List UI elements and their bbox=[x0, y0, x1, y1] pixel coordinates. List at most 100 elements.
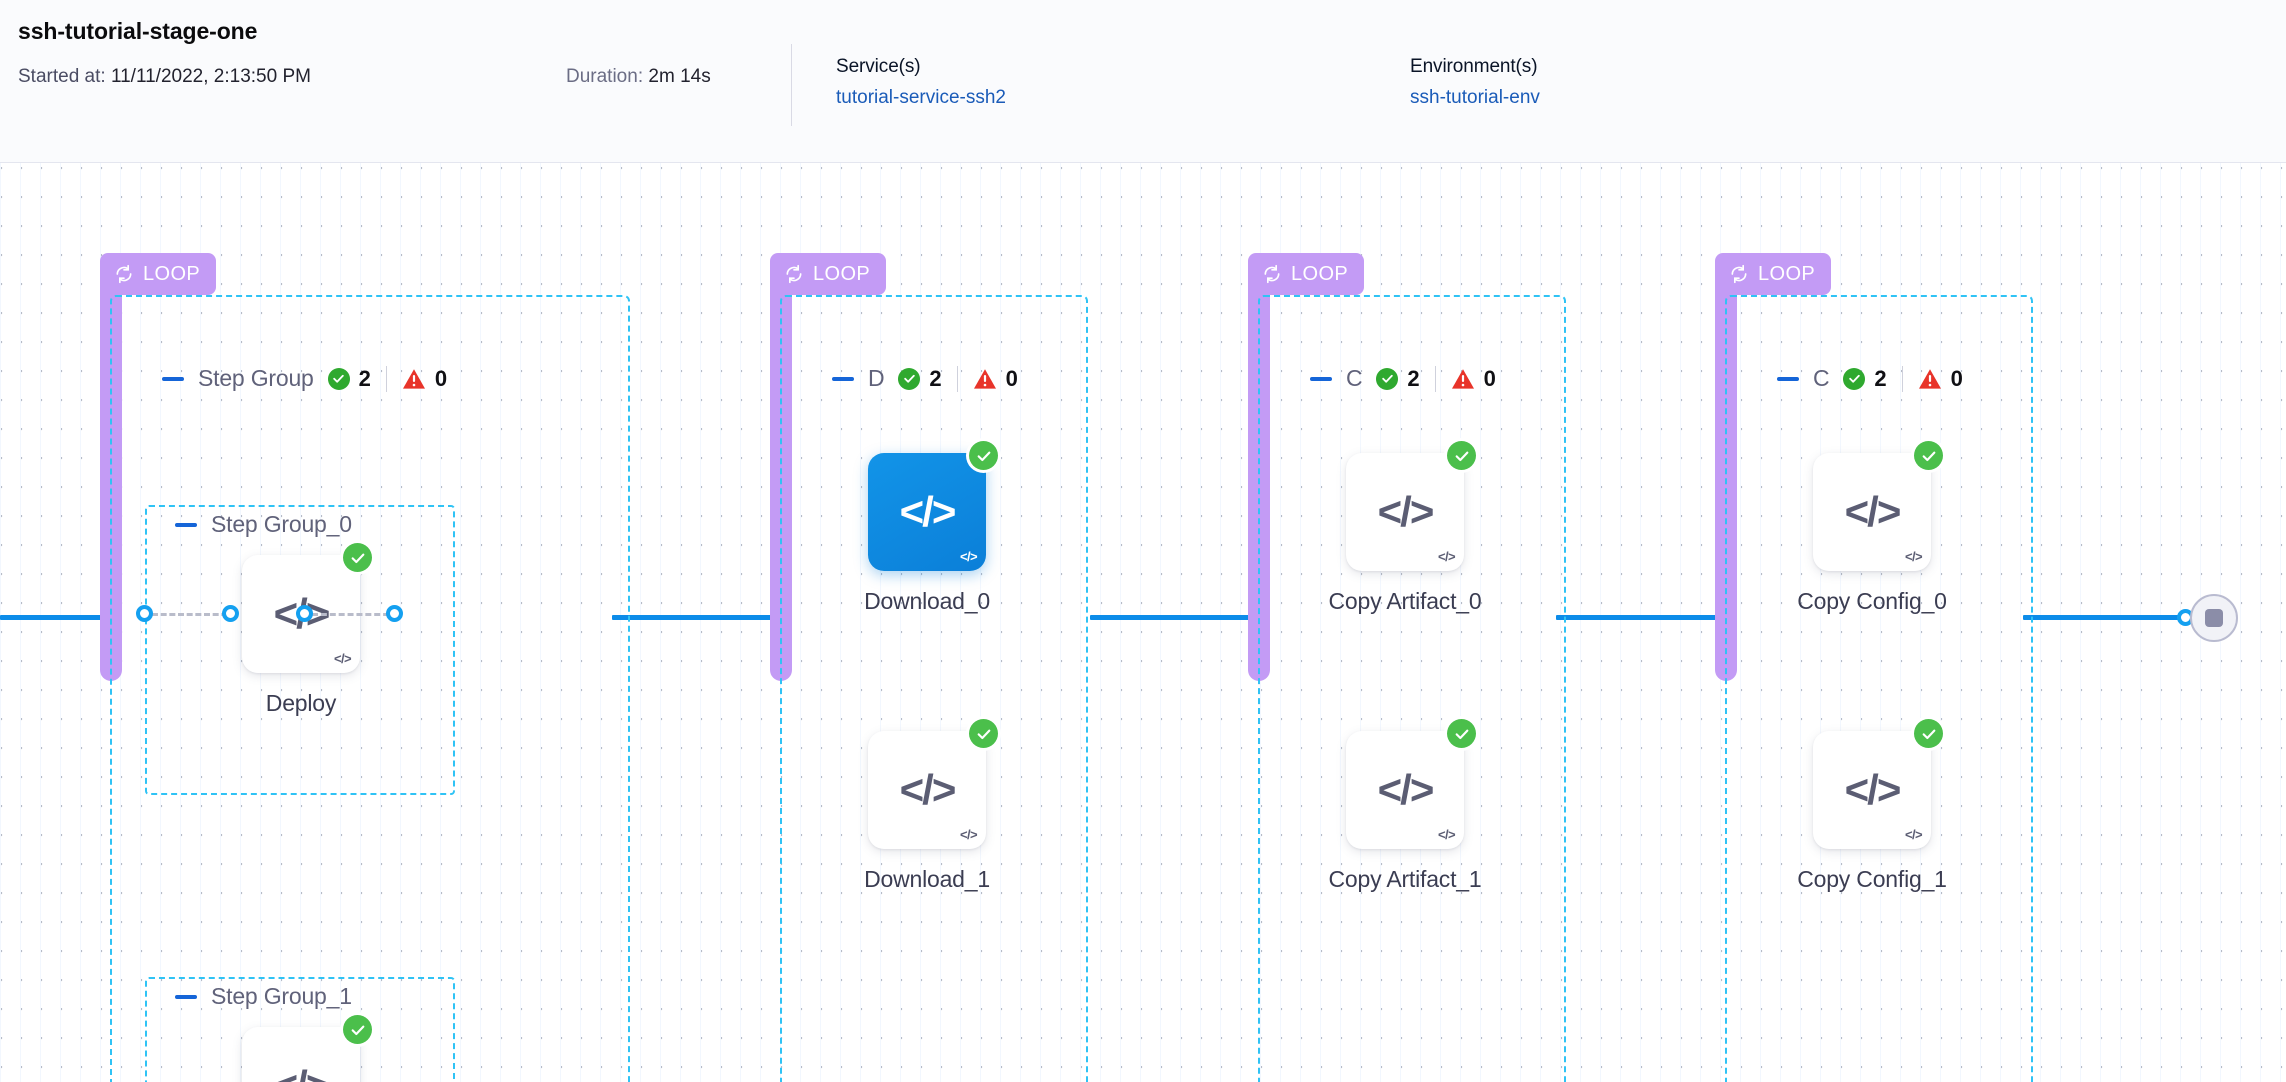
loop-badge-label: LOOP bbox=[1758, 262, 1816, 285]
stop-icon bbox=[2205, 609, 2223, 627]
services-label: Service(s) bbox=[836, 56, 921, 77]
group-title: D bbox=[868, 365, 885, 391]
group-boundary bbox=[780, 295, 1088, 1082]
node-card[interactable]: </> </> bbox=[868, 719, 998, 849]
count-separator bbox=[1434, 365, 1436, 392]
group-header: D 2 0 bbox=[832, 365, 1018, 392]
node-card[interactable]: </> </> bbox=[868, 441, 998, 571]
pipeline-canvas[interactable]: LOOP Step Group 2 0 bbox=[0, 163, 2286, 1082]
node-card[interactable]: </> </> bbox=[1813, 441, 1943, 571]
group-title: C bbox=[1813, 365, 1830, 391]
group-counts: 2 0 bbox=[1843, 365, 1963, 392]
success-icon bbox=[898, 367, 921, 390]
error-icon bbox=[973, 368, 996, 389]
node-label: Deploy bbox=[265, 690, 337, 716]
node-label: Download_1 bbox=[864, 866, 990, 892]
rail-segment-4 bbox=[2023, 615, 2203, 620]
group-counts: 2 0 bbox=[1376, 365, 1496, 392]
connector-handle[interactable] bbox=[296, 605, 313, 622]
loop-badge: LOOP bbox=[1248, 253, 1365, 295]
pipeline-node[interactable]: </> </> Copy Config_0 bbox=[1797, 441, 1947, 615]
page-title: ssh-tutorial-stage-one bbox=[18, 18, 258, 44]
error-count: 0 bbox=[1483, 365, 1496, 391]
loop-badge: LOOP bbox=[1715, 253, 1832, 295]
success-count: 2 bbox=[358, 365, 371, 391]
success-icon bbox=[327, 367, 350, 390]
connector-handle[interactable] bbox=[222, 605, 239, 622]
execution-header: ssh-tutorial-stage-one Started at: 11/11… bbox=[0, 0, 2286, 163]
code-step-icon: </> bbox=[1377, 766, 1435, 813]
connector-handle[interactable] bbox=[386, 605, 403, 622]
duration: Duration: 2m 14s bbox=[566, 66, 711, 88]
rail-segment-3 bbox=[1556, 615, 1716, 620]
node-label: Copy Config_0 bbox=[1797, 588, 1947, 614]
services-column: Service(s) tutorial-service-ssh2 bbox=[836, 56, 1006, 109]
node-label: Download_0 bbox=[864, 588, 990, 614]
group-header: C 2 0 bbox=[1777, 365, 1963, 392]
collapse-toggle[interactable] bbox=[162, 376, 184, 381]
code-step-icon: </> bbox=[899, 488, 957, 535]
group-boundary bbox=[110, 295, 630, 1082]
loop-badge: LOOP bbox=[100, 253, 217, 295]
loop-icon bbox=[786, 264, 802, 284]
stop-node[interactable] bbox=[2190, 594, 2238, 642]
loop-icon bbox=[1731, 264, 1747, 284]
error-count: 0 bbox=[1005, 365, 1018, 391]
success-count: 2 bbox=[1874, 365, 1887, 391]
duration-label: Duration: bbox=[566, 66, 644, 87]
code-step-mini-icon: </> bbox=[334, 651, 352, 666]
loop-badge: LOOP bbox=[770, 253, 887, 295]
error-count: 0 bbox=[434, 365, 448, 391]
collapse-toggle[interactable] bbox=[1310, 376, 1332, 381]
code-step-mini-icon: </> bbox=[960, 827, 978, 842]
environment-link[interactable]: ssh-tutorial-env bbox=[1410, 87, 1540, 108]
rail-segment-2 bbox=[1090, 615, 1250, 620]
dash-connector-right bbox=[312, 613, 398, 616]
pipeline-node[interactable]: </> </> Download_0 bbox=[864, 441, 998, 615]
node-card[interactable]: </> </> bbox=[1813, 719, 1943, 849]
service-link[interactable]: tutorial-service-ssh2 bbox=[836, 87, 1006, 108]
node-status-success-icon bbox=[1914, 719, 1943, 748]
group-header: Step Group 2 0 bbox=[162, 365, 447, 392]
error-icon bbox=[1918, 368, 1941, 389]
node-card[interactable]: </> </> bbox=[1346, 441, 1476, 571]
pipeline-node[interactable]: </> </> Copy Artifact_0 bbox=[1329, 441, 1482, 615]
connector-handle[interactable] bbox=[136, 605, 153, 622]
loop-icon bbox=[1264, 264, 1280, 284]
collapse-toggle[interactable] bbox=[1777, 376, 1799, 381]
subgroup-header: Step Group_1 bbox=[175, 983, 352, 1010]
node-status-success-icon bbox=[969, 719, 998, 748]
started-at-value: 11/11/2022, 2:13:50 PM bbox=[110, 66, 311, 87]
code-step-mini-icon: </> bbox=[1905, 549, 1923, 564]
rail-segment-1 bbox=[612, 615, 772, 620]
pipeline-node[interactable]: </> </> Copy Artifact_1 bbox=[1329, 719, 1482, 893]
node-card[interactable]: </> </> bbox=[242, 1015, 372, 1082]
pipeline-node[interactable]: </> </> Copy Config_1 bbox=[1797, 719, 1947, 893]
code-step-icon: </> bbox=[1377, 488, 1435, 535]
node-status-success-icon bbox=[1447, 719, 1476, 748]
group-counts: 2 0 bbox=[898, 365, 1018, 392]
node-label: Copy Artifact_0 bbox=[1328, 588, 1482, 614]
success-count: 2 bbox=[1407, 365, 1420, 391]
node-status-success-icon bbox=[969, 441, 998, 470]
node-status-success-icon bbox=[343, 1015, 372, 1044]
collapse-toggle[interactable] bbox=[832, 376, 854, 381]
header-divider bbox=[791, 44, 792, 126]
collapse-toggle[interactable] bbox=[175, 522, 197, 527]
success-icon bbox=[1843, 367, 1866, 390]
success-icon bbox=[1376, 367, 1399, 390]
loop-icon bbox=[116, 264, 132, 284]
group-title: Step Group bbox=[198, 365, 314, 391]
node-label: Copy Config_1 bbox=[1797, 866, 1947, 892]
rail-segment-0 bbox=[0, 615, 105, 620]
node-card[interactable]: </> </> bbox=[1346, 719, 1476, 849]
subgroup-boundary bbox=[145, 505, 455, 795]
subgroup-title: Step Group_1 bbox=[211, 983, 352, 1009]
pipeline-node[interactable]: </> </> bbox=[242, 1015, 372, 1082]
collapse-toggle[interactable] bbox=[175, 994, 197, 999]
pipeline-node[interactable]: </> </> Deploy bbox=[242, 543, 372, 717]
pipeline-node[interactable]: </> </> Download_1 bbox=[864, 719, 998, 893]
node-status-success-icon bbox=[1914, 441, 1943, 470]
group-counts: 2 0 bbox=[327, 365, 448, 392]
group-boundary bbox=[1725, 295, 2033, 1082]
